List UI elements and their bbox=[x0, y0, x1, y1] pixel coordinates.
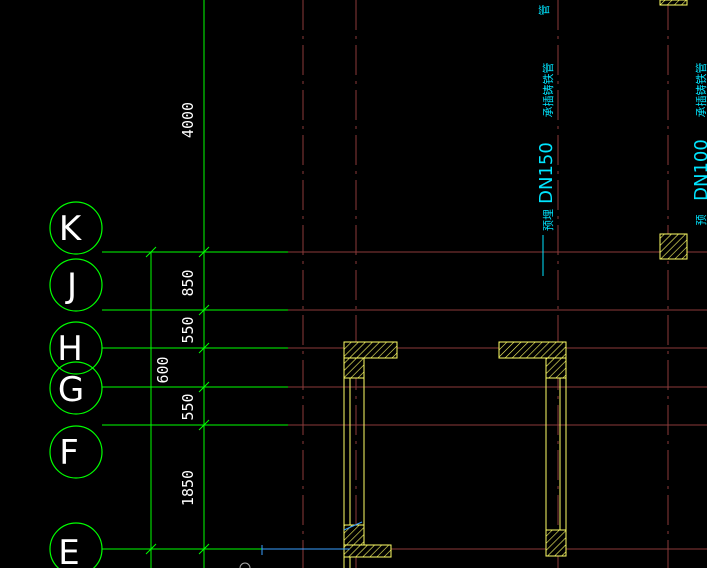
left-channel-bottom-post bbox=[343, 524, 365, 546]
vertical-grid-lines bbox=[302, 0, 669, 568]
left-channel-top-post bbox=[343, 357, 365, 379]
axis-bubble-labels: K J H G F E bbox=[57, 209, 84, 568]
left-channel-structure bbox=[343, 341, 398, 568]
right-channel-top-post bbox=[545, 357, 567, 379]
axis-bubble-k[interactable] bbox=[49, 201, 103, 255]
dimension-text-1850: 1850 bbox=[179, 470, 197, 506]
pipe-line-e bbox=[261, 521, 363, 555]
axis-bubbles bbox=[49, 201, 103, 568]
pipe-b-size: DN100 bbox=[691, 139, 707, 201]
column-box bbox=[659, 233, 688, 260]
right-channel-bottom-post bbox=[545, 529, 567, 557]
pipe-a-size: DN150 bbox=[536, 142, 557, 204]
axis-bubble-h[interactable] bbox=[49, 321, 103, 375]
right-channel-top-cap bbox=[498, 341, 567, 359]
axis-bubble-e[interactable] bbox=[49, 522, 103, 568]
dimension-text-550-lower: 550 bbox=[179, 393, 197, 420]
dimension-lines bbox=[145, 0, 210, 568]
column-box-top bbox=[659, 0, 688, 6]
dimension-text-850: 850 bbox=[179, 269, 197, 296]
axis-label-e: E bbox=[58, 533, 79, 568]
pipe-a-prefix: 预埋 bbox=[542, 209, 555, 231]
axis-bubble-f[interactable] bbox=[49, 425, 103, 479]
axis-bubble-j[interactable] bbox=[49, 258, 103, 312]
axis-label-k: K bbox=[59, 209, 83, 249]
pipe-a-top-text: 管 bbox=[537, 5, 551, 16]
axis-label-j: J bbox=[65, 266, 77, 306]
dimension-texts: 4000 850 550 600 550 1850 bbox=[154, 102, 197, 506]
axis-label-h: H bbox=[57, 329, 83, 369]
right-channel-structure bbox=[498, 341, 567, 557]
left-channel-top-cap bbox=[343, 341, 398, 359]
dimension-text-600: 600 bbox=[154, 356, 172, 383]
dimension-text-4000: 4000 bbox=[179, 102, 197, 138]
dimension-text-550-upper: 550 bbox=[179, 316, 197, 343]
axis-extension-lines bbox=[102, 251, 288, 550]
pipe-a-note: 承插铸铁管 bbox=[541, 63, 555, 118]
left-channel-bottom-cap bbox=[343, 544, 392, 558]
pipe-b-note: 承插铸铁管 bbox=[694, 63, 707, 118]
axis-bubble-g[interactable] bbox=[49, 361, 103, 415]
pipe-b-prefix: 预 bbox=[695, 215, 707, 226]
axis-label-g: G bbox=[58, 370, 84, 410]
pipe-labels: 管 承插铸铁管 DN150 预埋 承插铸铁管 DN100 预 bbox=[536, 5, 707, 232]
cursor-fragment bbox=[239, 562, 251, 568]
axis-label-f: F bbox=[59, 433, 79, 473]
